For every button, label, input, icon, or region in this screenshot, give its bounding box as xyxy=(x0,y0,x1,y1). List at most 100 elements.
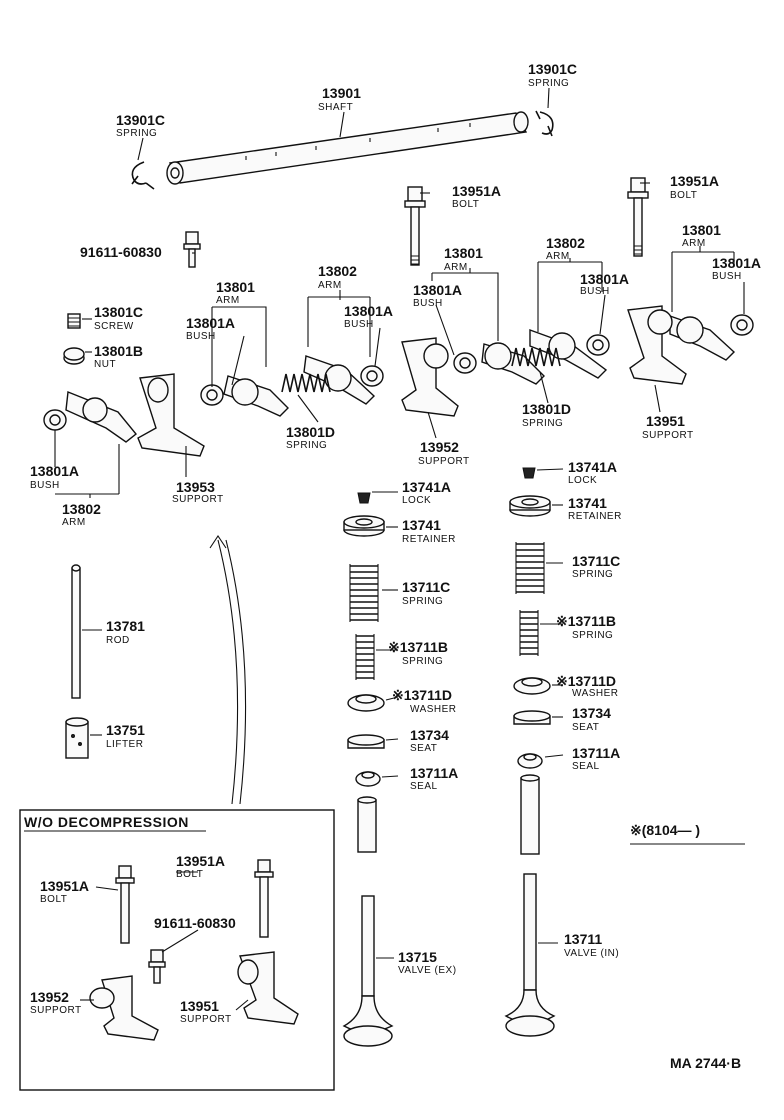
label-seal-l-nm: SEAL xyxy=(410,781,438,792)
label-seat-r-pn: 13734 xyxy=(572,705,611,721)
label-arm-f-nm: ARM xyxy=(682,238,706,249)
label-lock-l-nm: LOCK xyxy=(402,495,431,506)
inset-support-right-nm: SUPPORT xyxy=(180,1014,232,1025)
label-bush-e-pn: 13801A xyxy=(30,463,79,479)
label-arm-d-nm: ARM xyxy=(444,262,468,273)
label-shaft-pn: 13901 xyxy=(322,85,361,101)
label-arm-spring-b-nm: SPRING xyxy=(522,418,563,429)
bush-parts xyxy=(43,314,754,431)
rocker-shaft xyxy=(166,111,529,185)
label-washer-r-nm: WASHER xyxy=(572,688,619,699)
note-serial: ※(8104— ) xyxy=(630,822,700,838)
support-13951 xyxy=(627,305,687,385)
label-rod-nm: ROD xyxy=(106,635,130,646)
label-bush-a-nm: BUSH xyxy=(186,331,216,342)
label-spring-c-r-pn: 13711C xyxy=(572,553,620,569)
figure-code: MA 2744·B xyxy=(670,1055,741,1071)
adjust-nut xyxy=(63,347,85,365)
label-spring-l-pn: 13901C xyxy=(116,112,165,128)
push-rod xyxy=(71,564,81,699)
label-support-c-nm: SUPPORT xyxy=(642,430,694,441)
labels: 13901 SHAFT 13901C SPRING 13901C SPRING … xyxy=(30,61,761,1071)
label-seal-r-pn: 13711A xyxy=(572,745,620,761)
label-screw-nm: SCREW xyxy=(94,321,134,332)
label-bolt-b-nm: BOLT xyxy=(670,190,697,201)
label-support-b-nm: SUPPORT xyxy=(418,456,470,467)
label-bush-d-pn: 13801A xyxy=(580,271,629,287)
lifter xyxy=(65,717,89,759)
label-valve-ex-pn: 13715 xyxy=(398,949,437,965)
label-arm-e-nm: ARM xyxy=(546,251,570,262)
inset-support-right-pn: 13951 xyxy=(180,998,219,1014)
label-arm-d-pn: 13801 xyxy=(444,245,483,261)
valve-stack-exhaust xyxy=(342,492,394,1047)
inset-bolt-right-pn: 13951A xyxy=(176,853,225,869)
inset-support-left-pn: 13952 xyxy=(30,989,69,1005)
label-seat-r-nm: SEAT xyxy=(572,722,599,733)
label-arm-bottom-nm: ARM xyxy=(62,517,86,528)
label-arm-b-nm: ARM xyxy=(318,280,342,291)
label-lock-r-nm: LOCK xyxy=(568,475,597,486)
inset-bolt-plain-pn: 91611-60830 xyxy=(154,915,236,931)
label-spring-b-r-pn: ※13711B xyxy=(556,613,616,629)
support-13953 xyxy=(137,373,205,457)
label-washer-r-pn: ※13711D xyxy=(556,673,616,689)
label-retainer-r-nm: RETAINER xyxy=(568,511,622,522)
label-lifter-nm: LIFTER xyxy=(106,739,143,750)
leader-lines xyxy=(54,87,745,959)
label-bush-c-pn: 13801A xyxy=(413,282,462,298)
label-seal-l-pn: 13711A xyxy=(410,765,458,781)
valve-stack-intake xyxy=(504,467,556,1037)
label-bush-f-nm: BUSH xyxy=(712,271,742,282)
label-screw-pn: 13801C xyxy=(94,304,143,320)
label-spring-c-l-nm: SPRING xyxy=(402,596,443,607)
inset-bolt-left-nm: BOLT xyxy=(40,894,67,905)
label-spring-c-l-pn: 13711C xyxy=(402,579,450,595)
label-lock-l-pn: 13741A xyxy=(402,479,451,495)
label-washer-l-pn: ※13711D xyxy=(392,687,452,703)
label-support-a-nm: SUPPORT xyxy=(172,494,224,505)
label-seat-l-nm: SEAT xyxy=(410,743,437,754)
label-retainer-r-pn: 13741 xyxy=(568,495,607,511)
label-spring-c-r-nm: SPRING xyxy=(572,569,613,580)
label-nut-nm: NUT xyxy=(94,359,116,370)
label-retainer-l-nm: RETAINER xyxy=(402,534,456,545)
label-arm-c-pn: 13801 xyxy=(216,279,255,295)
label-support-c-pn: 13951 xyxy=(646,413,685,429)
label-arm-e-pn: 13802 xyxy=(546,235,585,251)
label-bush-e-nm: BUSH xyxy=(30,480,60,491)
label-rod-pn: 13781 xyxy=(106,618,145,634)
bolt-b xyxy=(627,177,649,257)
inset-support-left-nm: SUPPORT xyxy=(30,1005,82,1016)
bolt-plain xyxy=(183,231,201,268)
label-washer-l-nm: WASHER xyxy=(410,704,457,715)
adjust-screw xyxy=(67,313,81,329)
inset-title: W/O DECOMPRESSION xyxy=(24,814,189,830)
label-arm-b-pn: 13802 xyxy=(318,263,357,279)
label-lifter-pn: 13751 xyxy=(106,722,145,738)
label-spring-r-nm: SPRING xyxy=(528,78,569,89)
support-13952 xyxy=(401,337,459,417)
label-bolt-a-nm: BOLT xyxy=(452,199,479,210)
label-bush-b-nm: BUSH xyxy=(344,319,374,330)
label-bush-f-pn: 13801A xyxy=(712,255,761,271)
label-arm-spring-a-pn: 13801D xyxy=(286,424,335,440)
label-arm-f-pn: 13801 xyxy=(682,222,721,238)
shaft-spring-left xyxy=(131,161,155,190)
label-arm-spring-b-pn: 13801D xyxy=(522,401,571,417)
label-bush-a-pn: 13801A xyxy=(186,315,235,331)
label-seat-l-pn: 13734 xyxy=(410,727,449,743)
label-spring-b-r-nm: SPRING xyxy=(572,630,613,641)
label-support-b-pn: 13952 xyxy=(420,439,459,455)
label-spring-b-l-pn: ※13711B xyxy=(388,639,448,655)
label-shaft-nm: SHAFT xyxy=(318,102,353,113)
label-bolt-a-pn: 13951A xyxy=(452,183,501,199)
inset-bolt-left-pn: 13951A xyxy=(40,878,89,894)
label-arm-c-nm: ARM xyxy=(216,295,240,306)
label-spring-l-nm: SPRING xyxy=(116,128,157,139)
label-bush-b-pn: 13801A xyxy=(344,303,393,319)
direction-arrow xyxy=(209,535,247,805)
bolt-a xyxy=(404,186,426,266)
label-valve-ex-nm: VALVE (EX) xyxy=(398,965,457,976)
